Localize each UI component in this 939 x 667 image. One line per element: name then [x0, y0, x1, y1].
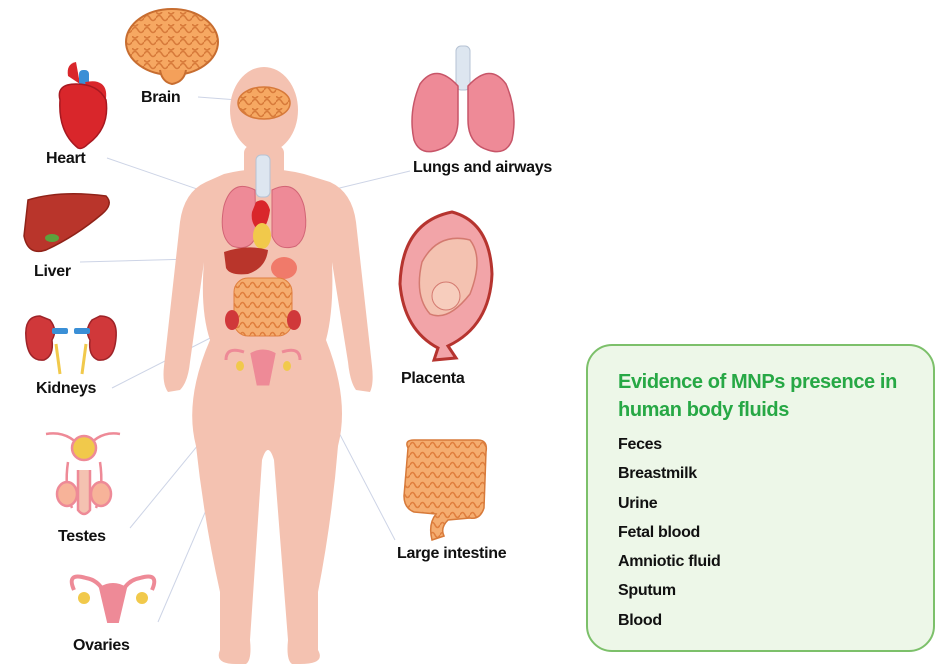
label-brain: Brain — [141, 89, 180, 107]
large-intestine-icon — [404, 440, 486, 540]
fluid-item: Blood — [618, 606, 913, 635]
fluid-item: Amniotic fluid — [618, 547, 913, 576]
testes-icon — [46, 433, 120, 514]
lungs-icon — [412, 46, 514, 152]
fluid-item: Fetal blood — [618, 518, 913, 547]
label-large-intestine: Large intestine — [397, 545, 506, 563]
body-kidney-right-icon — [287, 310, 301, 330]
brain-icon — [126, 9, 218, 84]
fluid-item: Breastmilk — [618, 459, 913, 488]
label-liver: Liver — [34, 263, 71, 281]
label-testes: Testes — [58, 528, 106, 546]
heart-icon — [59, 62, 106, 149]
label-heart: Heart — [46, 150, 85, 168]
fluid-item: Urine — [618, 489, 913, 518]
fluid-item: Feces — [618, 430, 913, 459]
body-stomach2-icon — [271, 257, 297, 279]
body-fluids-title: Evidence of MNPs presence in human body … — [618, 368, 918, 424]
body-fluids-panel: Evidence of MNPs presence in human body … — [586, 344, 935, 652]
body-fluids-list: Feces Breastmilk Urine Fetal blood Amnio… — [618, 430, 913, 635]
liver-icon — [24, 194, 109, 252]
kidneys-icon — [26, 316, 116, 374]
body-brain-icon — [238, 87, 290, 119]
body-intestine-icon — [234, 278, 292, 336]
placenta-icon — [400, 212, 492, 360]
fluid-item: Sputum — [618, 576, 913, 605]
label-lungs: Lungs and airways — [413, 159, 552, 177]
body-trachea-icon — [256, 155, 270, 197]
body-stomach-icon — [253, 223, 271, 249]
label-placenta: Placenta — [401, 370, 464, 388]
label-ovaries: Ovaries — [73, 637, 130, 655]
body-kidney-left-icon — [225, 310, 239, 330]
label-kidneys: Kidneys — [36, 380, 96, 398]
ovaries-icon — [72, 577, 155, 623]
